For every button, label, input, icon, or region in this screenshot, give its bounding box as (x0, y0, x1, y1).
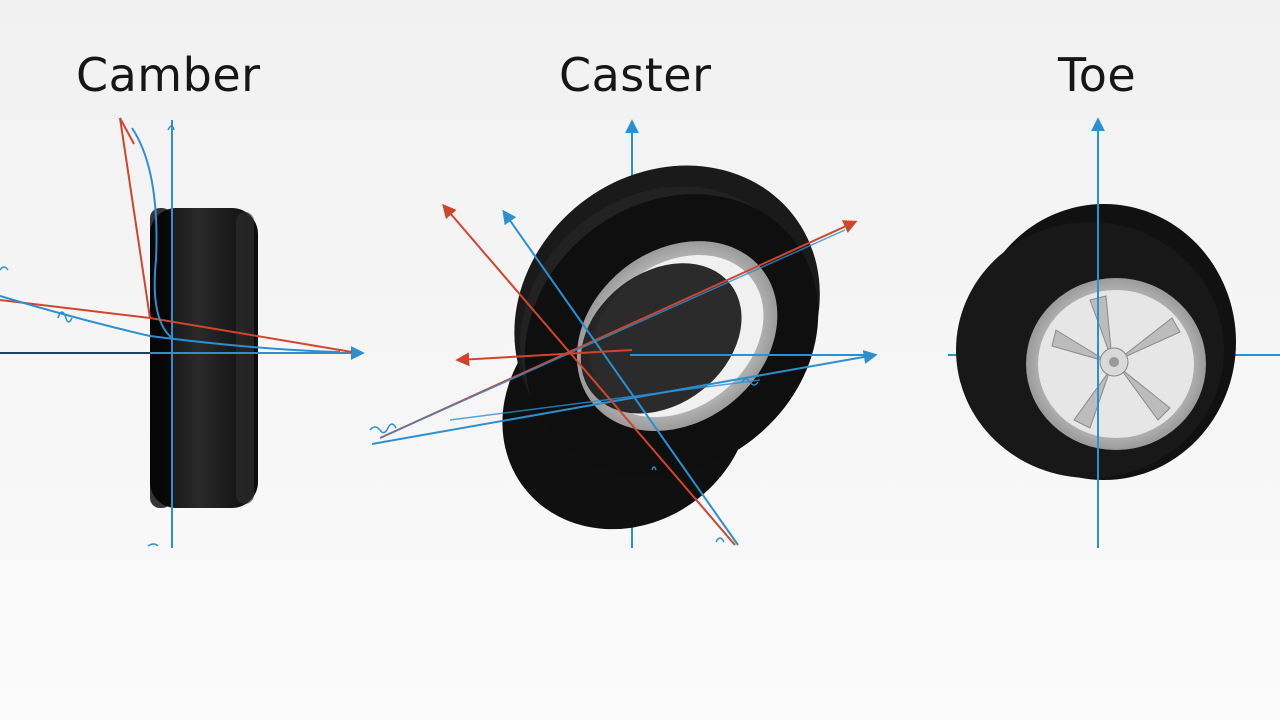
tire-with-rim-icon (956, 204, 1236, 480)
caster-title: Caster (559, 48, 712, 102)
camber-inclination-curve (131, 127, 173, 339)
caster-angle-line (442, 203, 736, 546)
tire-side-profile-icon (150, 208, 258, 508)
camber-angle-line (119, 117, 151, 319)
tilted-tire-icon (502, 165, 820, 530)
camber-title: Camber (76, 48, 261, 102)
toe-title: Toe (1058, 48, 1137, 102)
toe-panel (948, 117, 1280, 548)
caster-panel (369, 119, 878, 548)
camber-reference-line (0, 299, 353, 353)
caster-horizontal-axis (371, 350, 878, 445)
caster-kingpin-line (502, 209, 739, 546)
camber-panel (0, 117, 365, 548)
